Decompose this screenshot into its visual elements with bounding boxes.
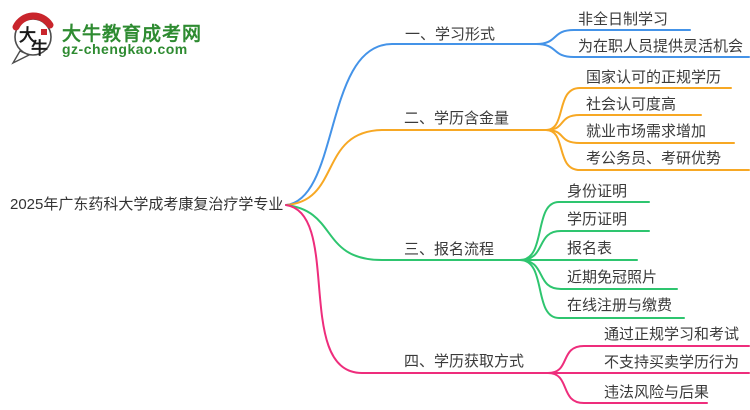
branch-3-child-1: 身份证明 bbox=[567, 183, 628, 200]
site-name: 大牛教育成考网 bbox=[62, 24, 203, 45]
logo-seal bbox=[41, 29, 47, 35]
branch-3-child-3: 报名表 bbox=[567, 240, 613, 257]
branch-2-child-1: 国家认可的正规学历 bbox=[586, 69, 722, 86]
branch-4-child-3-line bbox=[547, 372, 708, 404]
branch-3-child-1-line bbox=[519, 201, 650, 261]
site-logo: 大 牛 大牛教育成考网 gz-chengkao.com bbox=[10, 10, 240, 66]
branch-1-line bbox=[285, 43, 537, 206]
branch-3-child-5: 在线注册与缴费 bbox=[567, 297, 673, 314]
branch-2-line bbox=[285, 129, 547, 206]
branch-3-child-2-line bbox=[519, 230, 650, 261]
logo-char-2: 牛 bbox=[31, 38, 48, 58]
branch-4-child-3: 违法风险与后果 bbox=[604, 384, 710, 401]
branch-4-label: 四、学历获取方式 bbox=[404, 353, 525, 370]
branch-2-child-3: 就业市场需求增加 bbox=[586, 123, 707, 140]
branch-1-child-1: 非全日制学习 bbox=[578, 11, 669, 28]
branch-4-line bbox=[285, 204, 549, 374]
branch-1-label: 一、学习形式 bbox=[405, 26, 496, 43]
branch-3-line bbox=[285, 204, 521, 261]
branch-2-label: 二、学历含金量 bbox=[404, 110, 510, 127]
central-topic: 2025年广东药科大学成考康复治疗学专业 bbox=[10, 196, 284, 213]
branch-1-child-2-line bbox=[535, 43, 750, 58]
branch-1-child-2: 为在职人员提供灵活机会 bbox=[578, 38, 744, 55]
branch-3-child-5-line bbox=[519, 259, 685, 319]
branch-4-child-1: 通过正规学习和考试 bbox=[604, 326, 740, 343]
branch-3-label: 三、报名流程 bbox=[404, 241, 495, 258]
branch-2-child-2: 社会认可度高 bbox=[586, 96, 677, 113]
branch-3-child-2: 学历证明 bbox=[567, 211, 628, 228]
logo-char-1: 大 bbox=[19, 25, 36, 45]
branch-4-child-2: 不支持买卖学历行为 bbox=[604, 354, 740, 371]
branch-2-child-4: 考公务员、考研优势 bbox=[586, 150, 722, 167]
branch-2-child-1-line bbox=[545, 87, 732, 131]
site-domain: gz-chengkao.com bbox=[62, 41, 188, 57]
branch-2-child-4-line bbox=[545, 129, 750, 171]
branch-3-child-4: 近期免冠照片 bbox=[567, 269, 658, 286]
logo-red-arc bbox=[12, 12, 54, 31]
logo-bull-icon: 大 牛 bbox=[11, 12, 54, 65]
